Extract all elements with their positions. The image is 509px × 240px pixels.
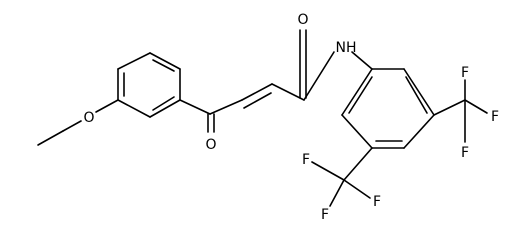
bond-cf3b-f2 (343, 179, 371, 199)
atom-ketone-oxygen: O (205, 137, 216, 153)
molecule-svg: O O O NH F F F F F F (37, 12, 499, 223)
bond-c-alkene (209, 99, 243, 115)
atom-cf3-bottom-f2: F (373, 194, 381, 210)
bond-o-ring (95, 99, 119, 113)
ring-right (341, 68, 435, 149)
bond-ethyl-o (62, 120, 82, 132)
bond-cf3b-f3 (329, 179, 345, 207)
atom-cf3-bottom-f1: F (302, 152, 310, 168)
bond-alkene-amc (271, 83, 305, 101)
atom-cf3-right-f2: F (491, 109, 499, 125)
atom-amide-oxygen: O (297, 12, 308, 28)
bond-cf3r-f2 (464, 99, 488, 114)
bond-cf3b-f1 (311, 161, 345, 181)
atom-cf3-right-f1: F (461, 65, 469, 81)
ring-left (117, 52, 181, 118)
atom-labels: O O O NH F F F F F F (83, 12, 499, 223)
bond-alkene-2 (243, 92, 272, 109)
bond-ring-carbonyl (179, 99, 211, 115)
atom-cf3-right-f3: F (461, 145, 469, 161)
bond-n-ring (351, 51, 373, 70)
atom-amide-nitrogen: NH (336, 40, 357, 56)
bond-ring-cf3-right (433, 99, 466, 116)
structure-diagram: O O O NH F F F F F F (37, 12, 499, 223)
atom-ether-oxygen: O (83, 110, 94, 126)
bond-alkene-1 (241, 83, 273, 101)
bond-ethyl-ch3 (37, 130, 64, 146)
bonds (37, 29, 488, 207)
bond-amide-cn (303, 51, 335, 101)
atom-cf3-bottom-f3: F (321, 207, 329, 223)
bond-ring-cf3-bottom (343, 147, 373, 181)
